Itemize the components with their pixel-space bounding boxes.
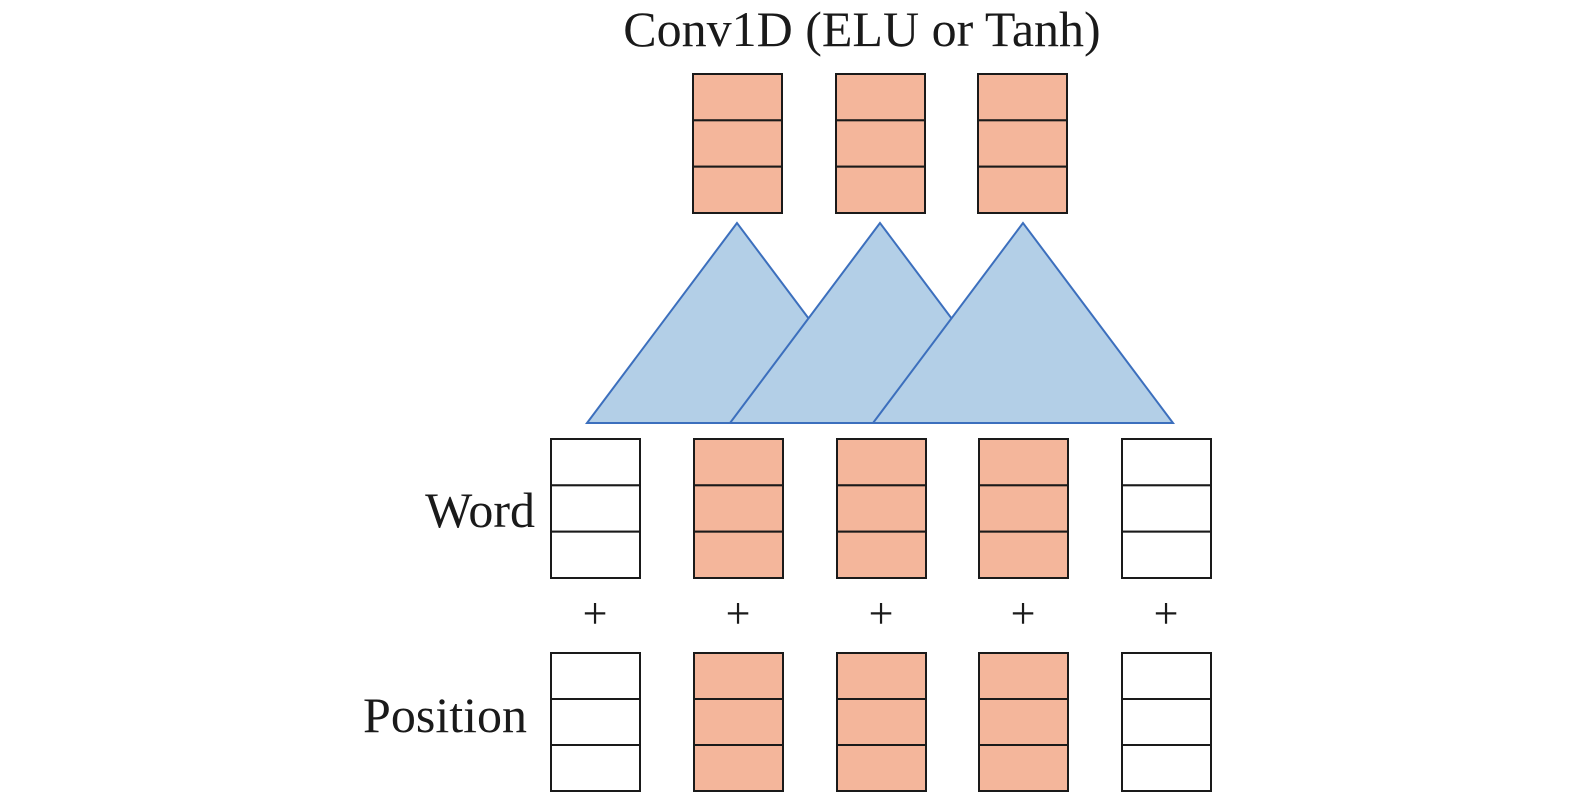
vector-cell <box>1121 744 1212 792</box>
vector-cell <box>836 438 927 487</box>
word-vector <box>978 438 1069 580</box>
vector-cell <box>978 744 1069 792</box>
vector-cell <box>977 165 1068 215</box>
vector-cell <box>836 744 927 792</box>
vector-cell <box>978 652 1069 700</box>
vector-cell <box>1121 484 1212 533</box>
plus-sign: + <box>869 589 894 638</box>
vector-cell <box>836 698 927 746</box>
position-vector <box>836 652 927 792</box>
output-vectors <box>692 73 1068 215</box>
vector-cell <box>550 652 641 700</box>
vector-cell <box>550 744 641 792</box>
position-vector <box>978 652 1069 792</box>
vector-cell <box>550 484 641 533</box>
word-row-label: Word <box>425 482 535 538</box>
plus-sign: + <box>1154 589 1179 638</box>
kernel-triangle <box>871 221 1175 424</box>
convolution-kernels <box>585 221 1175 424</box>
output-vector <box>835 73 926 215</box>
vector-cell <box>550 530 641 580</box>
position-vector <box>550 652 641 792</box>
diagram-title: Conv1D (ELU or Tanh) <box>623 1 1100 57</box>
output-vector <box>692 73 783 215</box>
position-embedding-vectors <box>550 652 1212 792</box>
vector-cell <box>550 698 641 746</box>
vector-cell <box>977 73 1068 122</box>
vector-cell <box>692 165 783 215</box>
vector-cell <box>1121 438 1212 487</box>
plus-signs: + + + + + <box>583 589 1179 638</box>
word-vector <box>550 438 641 580</box>
position-row-label: Position <box>363 687 527 743</box>
vector-cell <box>836 484 927 533</box>
vector-cell <box>693 530 784 580</box>
vector-cell <box>693 698 784 746</box>
vector-cell <box>692 73 783 122</box>
vector-cell <box>1121 698 1212 746</box>
word-vector <box>1121 438 1212 580</box>
vector-cell <box>978 530 1069 580</box>
plus-sign: + <box>726 589 751 638</box>
vector-cell <box>1121 652 1212 700</box>
vector-cell <box>692 119 783 168</box>
vector-cell <box>693 438 784 487</box>
position-vector <box>1121 652 1212 792</box>
vector-cell <box>978 484 1069 533</box>
word-embedding-vectors <box>550 438 1212 580</box>
vector-cell <box>836 530 927 580</box>
output-vector <box>977 73 1068 215</box>
vector-cell <box>693 484 784 533</box>
vector-cell <box>836 652 927 700</box>
vector-cell <box>835 165 926 215</box>
vector-cell <box>978 438 1069 487</box>
word-vector <box>836 438 927 580</box>
vector-cell <box>978 698 1069 746</box>
word-vector <box>693 438 784 580</box>
vector-cell <box>977 119 1068 168</box>
plus-sign: + <box>1011 589 1036 638</box>
vector-cell <box>1121 530 1212 580</box>
vector-cell <box>550 438 641 487</box>
vector-cell <box>835 73 926 122</box>
plus-sign: + <box>583 589 608 638</box>
vector-cell <box>693 652 784 700</box>
vector-cell <box>693 744 784 792</box>
position-vector <box>693 652 784 792</box>
vector-cell <box>835 119 926 168</box>
